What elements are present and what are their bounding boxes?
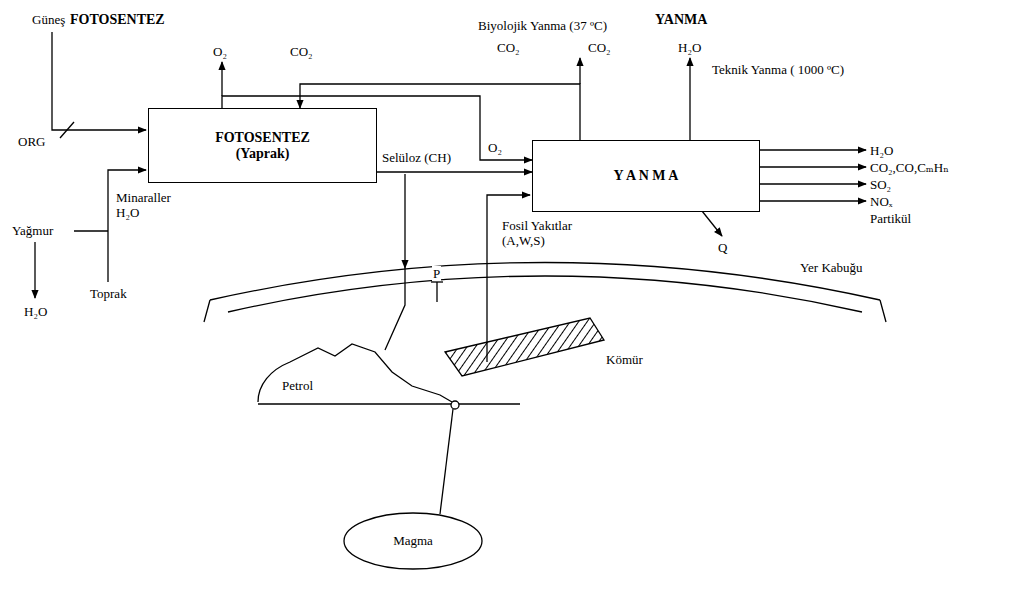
oxygen-arrow bbox=[221, 62, 222, 96]
magma-ellipse: Magma bbox=[343, 512, 483, 570]
sunlight-arrow bbox=[52, 32, 146, 130]
annotation-label: CO₂,CO,CₘHₙ bbox=[870, 160, 949, 175]
annotation-label: ORG bbox=[18, 134, 45, 149]
node-label: FOTOSENTEZ (Yaprak) bbox=[215, 130, 310, 162]
annotation-label: SO₂ bbox=[870, 177, 891, 192]
annotation-label: CO₂ bbox=[497, 40, 520, 55]
annotation-label: H₂O bbox=[870, 143, 893, 158]
crust-edge bbox=[880, 300, 886, 322]
annotation-label: Teknik Yanma ( 1000 ºC) bbox=[712, 62, 844, 77]
annotation-label: Yağmur bbox=[12, 223, 53, 238]
annotation-label: CO₂ bbox=[588, 40, 611, 55]
magma-link bbox=[440, 409, 453, 514]
output-arrow bbox=[760, 149, 866, 150]
annotation-label: Toprak bbox=[90, 286, 127, 301]
rain-line bbox=[74, 230, 108, 231]
annotation-label: H₂O bbox=[24, 304, 47, 319]
annotation-label: Q bbox=[718, 240, 727, 255]
annotation-label: Biyolojik Yanma (37 ºC) bbox=[478, 18, 607, 33]
annotation-label: Kömür bbox=[606, 352, 643, 367]
flow-connector bbox=[377, 171, 532, 172]
annotation-label: Minaraller H₂O bbox=[116, 190, 171, 220]
process-box: FOTOSENTEZ (Yaprak) bbox=[148, 108, 377, 183]
annotation-label: O₂ bbox=[213, 44, 227, 59]
cellulose-line bbox=[385, 268, 405, 350]
annotation-label: CO₂ bbox=[290, 44, 313, 59]
output-arrow bbox=[760, 200, 866, 201]
annotation-label: Partikül bbox=[870, 211, 911, 226]
drill-rig bbox=[431, 281, 443, 282]
water-arrow bbox=[108, 170, 146, 282]
tick-mark bbox=[60, 122, 74, 138]
annotation-label: Fosil Yakıtlar (A,W,S) bbox=[502, 218, 602, 248]
node-label: Y A N M A bbox=[614, 168, 679, 184]
annotation-label: H₂O bbox=[678, 40, 701, 55]
annotation-label: YANMA bbox=[655, 12, 707, 27]
co2-arrow bbox=[579, 58, 580, 84]
water-vapour-arrow bbox=[689, 58, 690, 140]
cellulose-down-arrow bbox=[404, 174, 405, 268]
coal-seam bbox=[445, 318, 604, 376]
annotation-label: Petrol bbox=[282, 378, 313, 393]
crust-inner bbox=[228, 276, 862, 312]
annotation-label: P bbox=[432, 266, 441, 281]
drill-rig bbox=[436, 282, 437, 302]
annotation-label: NOₓ bbox=[870, 194, 893, 209]
node-label: Magma bbox=[393, 533, 433, 549]
reservoir-base bbox=[258, 403, 520, 404]
annotation-label: FOTOSENTEZ bbox=[70, 12, 165, 27]
ellipse-outline bbox=[344, 513, 482, 569]
crust-edge bbox=[204, 300, 210, 322]
output-arrow bbox=[760, 183, 866, 184]
edge-label: Selüloz (CH) bbox=[382, 150, 451, 165]
annotation-label: Güneş bbox=[32, 12, 65, 27]
output-arrow bbox=[760, 166, 866, 167]
reservoir-point bbox=[451, 401, 459, 409]
process-box: Y A N M A bbox=[532, 140, 760, 212]
petroleum-reservoir bbox=[258, 344, 452, 402]
crust-outer bbox=[210, 263, 880, 301]
annotation-label: O₂ bbox=[488, 140, 502, 155]
annotation-label: Yer Kabuğu bbox=[800, 260, 863, 275]
rain-down-arrow bbox=[34, 242, 35, 298]
